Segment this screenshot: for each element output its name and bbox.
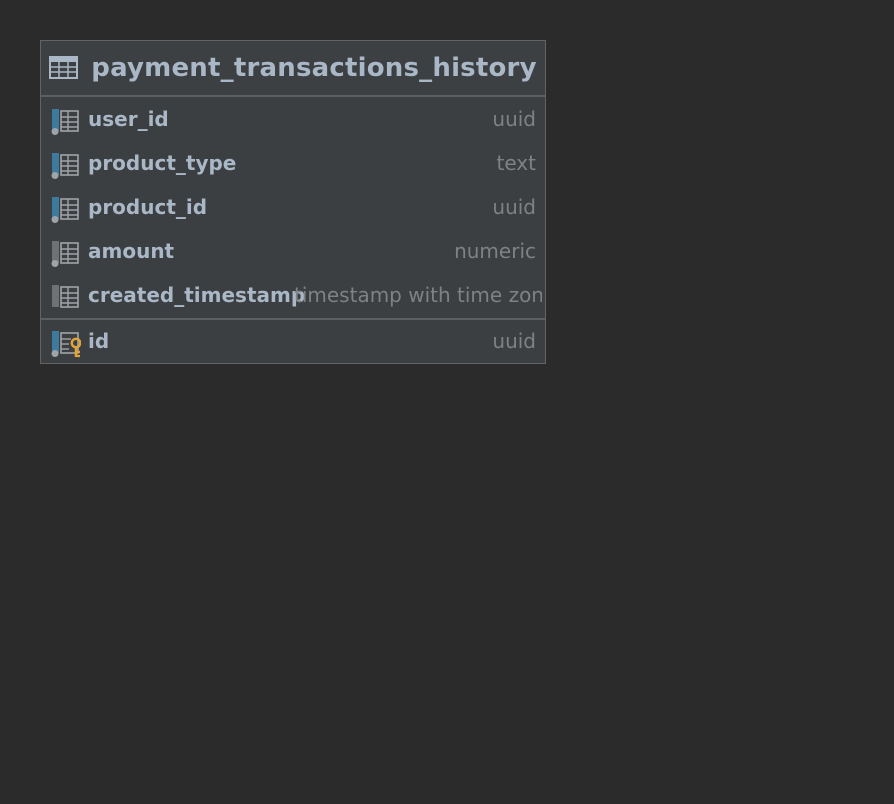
column-type: numeric	[454, 239, 536, 263]
column-name: product_type	[88, 151, 237, 175]
table-node[interactable]: payment_transactions_history user_id uui…	[40, 40, 546, 364]
primary-key-row[interactable]: id uuid	[41, 320, 545, 364]
column-row[interactable]: user_id uuid	[41, 98, 545, 142]
column-name: product_id	[88, 195, 208, 219]
primary-key-divider	[41, 318, 545, 320]
column-type: uuid	[492, 107, 536, 131]
column-name: id	[88, 329, 110, 353]
column-indexed-icon	[51, 196, 81, 224]
column-name: created_timestamp	[88, 283, 306, 307]
column-not-null-icon	[51, 240, 81, 268]
column-icon	[51, 284, 81, 312]
column-row[interactable]: product_id uuid	[41, 186, 545, 230]
column-type: timestamp with time zone	[294, 283, 542, 307]
column-type: uuid	[492, 195, 536, 219]
primary-key-column-icon	[51, 330, 82, 358]
column-indexed-icon	[51, 108, 81, 136]
column-type: text	[496, 151, 536, 175]
column-row[interactable]: product_type text	[41, 142, 545, 186]
column-name: amount	[88, 239, 175, 263]
table-name: payment_transactions_history	[91, 53, 537, 83]
column-row[interactable]: amount numeric	[41, 230, 545, 274]
table-header[interactable]: payment_transactions_history	[41, 41, 545, 97]
column-row[interactable]: created_timestamp timestamp with time zo…	[41, 274, 545, 318]
column-type: uuid	[492, 329, 536, 353]
table-icon	[49, 56, 79, 80]
column-name: user_id	[88, 107, 169, 131]
column-indexed-icon	[51, 152, 81, 180]
